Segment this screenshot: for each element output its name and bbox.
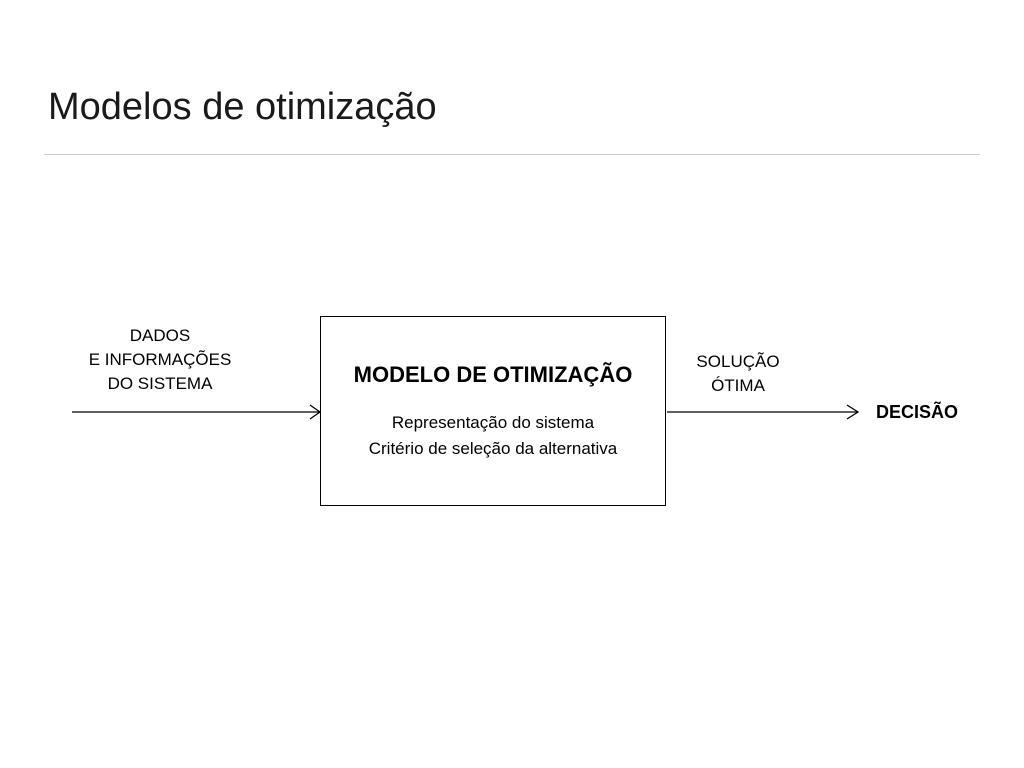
output-label: SOLUÇÃO ÓTIMA [676,350,800,398]
title-divider [44,154,980,155]
model-title: MODELO DE OTIMIZAÇÃO [353,362,633,387]
decision-label: DECISÃO [876,402,959,422]
input-label-line-2: E INFORMAÇÕES [88,350,232,369]
page-title: Modelos de otimização [48,86,437,128]
input-arrow [72,404,322,420]
optimization-model-box: MODELO DE OTIMIZAÇÃO Representação do si… [320,316,666,506]
model-description-line-2: Critério de seleção da alternativa [368,439,618,458]
input-label-line-3: DO SISTEMA [107,374,213,393]
output-arrow [667,404,860,420]
output-label-line-1: SOLUÇÃO [696,352,780,371]
output-label-line-2: ÓTIMA [711,376,765,395]
input-label-line-1: DADOS [129,326,191,345]
input-label: DADOS E INFORMAÇÕES DO SISTEMA [62,324,258,396]
model-description-line-1: Representação do sistema [391,413,595,432]
